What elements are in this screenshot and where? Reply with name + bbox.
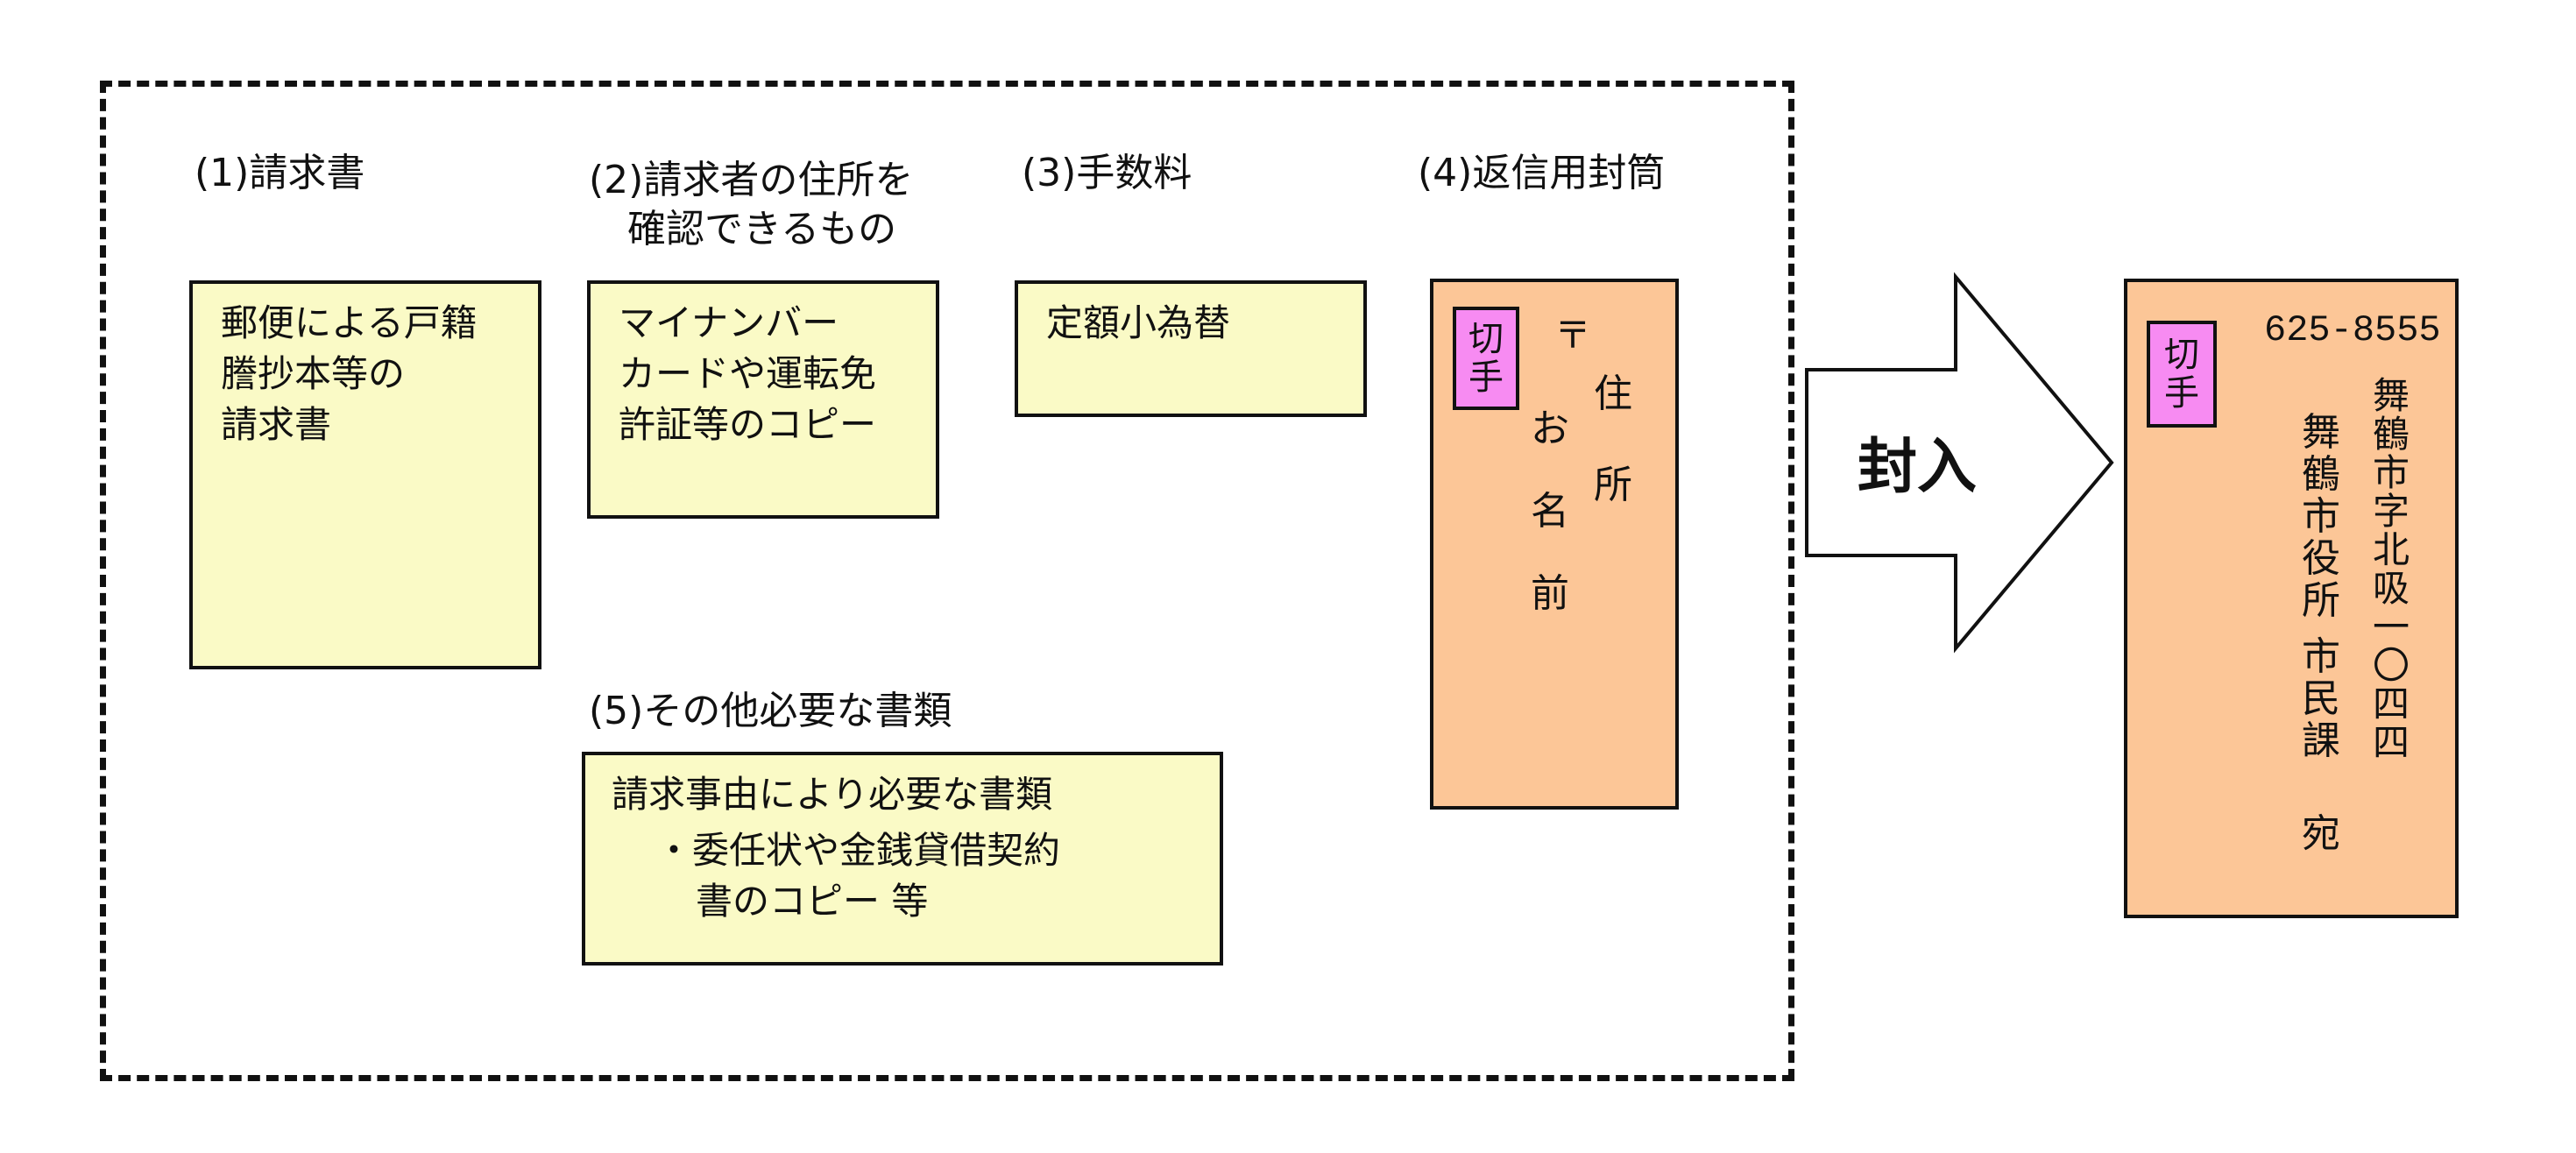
- vertical-char: 〇: [2372, 644, 2410, 687]
- vertical-char: 市: [2372, 451, 2410, 494]
- address-label: 住所: [1591, 371, 1635, 554]
- heading-request-form: (1)請求書: [195, 151, 365, 195]
- postal-code: 625-8555: [2264, 309, 2441, 351]
- card-fee-text: 定額小為替: [1046, 301, 1231, 344]
- heading-fee: (3)手数料: [1022, 151, 1192, 195]
- vertical-char: 字: [2372, 490, 2410, 533]
- return-envelope-stamp: 切 手: [1453, 307, 1519, 410]
- vertical-char: 名: [1531, 489, 1569, 534]
- vertical-char: 前: [1531, 571, 1569, 616]
- vertical-char: 鶴: [2302, 452, 2340, 497]
- postal-mark: 〒: [1554, 314, 1592, 357]
- card-other-documents-line1: ・委任状や金銭貸借契約: [655, 829, 1061, 872]
- recipient-dept: 市民課: [2299, 636, 2343, 762]
- vertical-char: 課: [2302, 718, 2340, 763]
- heading-return-envelope: (4)返信用封筒: [1418, 151, 1666, 195]
- vertical-char: 舞: [2372, 374, 2410, 417]
- card-other-documents-line2: 書のコピー 等: [696, 880, 929, 923]
- stamp-char: 切: [1468, 319, 1504, 359]
- heading-other-documents: (5)その他必要な書類: [589, 689, 952, 733]
- destination-envelope: 切 手 625-8555 舞鶴市字北吸一〇四四 舞鶴市役所 市民課 宛: [2124, 279, 2459, 918]
- heading-id-document-line2: 確認できるもの: [627, 207, 897, 251]
- card-id-document-text: マイナンバー カードや運転免 許証等のコピー: [619, 301, 877, 446]
- vertical-char: 住: [1594, 371, 1632, 416]
- card-request-form: 郵便による戸籍 謄抄本等の 請求書: [189, 280, 541, 669]
- card-other-documents: 請求事由により必要な書類 ・委任状や金銭貸借契約 書のコピー 等: [582, 752, 1223, 966]
- vertical-char: 四: [2372, 683, 2410, 725]
- name-label: お名前: [1528, 407, 1572, 654]
- vertical-char: 四: [2372, 721, 2410, 764]
- destination-envelope-stamp: 切 手: [2147, 321, 2217, 428]
- vertical-char: 所: [2302, 578, 2340, 623]
- arrow-enclose-icon: [1805, 272, 2114, 654]
- vertical-char: 民: [2302, 676, 2340, 721]
- destination-address: 舞鶴市字北吸一〇四四: [2369, 377, 2413, 762]
- vertical-char: 宛: [2302, 811, 2340, 856]
- heading-id-document-line1: (2)請求者の住所を: [589, 158, 914, 202]
- stamp-char: 手: [1468, 357, 1504, 398]
- vertical-char: 舞: [2302, 410, 2340, 455]
- arrow-label: 封入: [1858, 433, 1978, 502]
- vertical-char: 市: [2302, 634, 2340, 679]
- vertical-char: 所: [1594, 463, 1632, 507]
- recipient-org: 舞鶴市役所: [2299, 412, 2343, 622]
- card-request-form-text: 郵便による戸籍 謄抄本等の 請求書: [221, 301, 478, 446]
- recipient-honorific: 宛: [2299, 813, 2343, 855]
- vertical-char: 市: [2302, 494, 2340, 539]
- return-envelope: 切 手 〒 住所 お名前: [1430, 279, 1679, 810]
- stamp-char: 切: [2164, 335, 2199, 375]
- vertical-char: 役: [2302, 536, 2340, 581]
- vertical-char: お: [1531, 407, 1569, 451]
- card-fee: 定額小為替: [1015, 280, 1367, 417]
- stamp-char: 手: [2164, 373, 2199, 414]
- vertical-char: 北: [2372, 528, 2410, 571]
- vertical-char: 鶴: [2372, 413, 2410, 456]
- card-other-documents-title: 請求事由により必要な書類: [612, 773, 1053, 816]
- vertical-char: 一: [2372, 605, 2410, 648]
- card-id-document: マイナンバー カードや運転免 許証等のコピー: [587, 280, 939, 519]
- enclosed-documents-frame: [100, 81, 1794, 1081]
- vertical-char: 吸: [2372, 567, 2410, 610]
